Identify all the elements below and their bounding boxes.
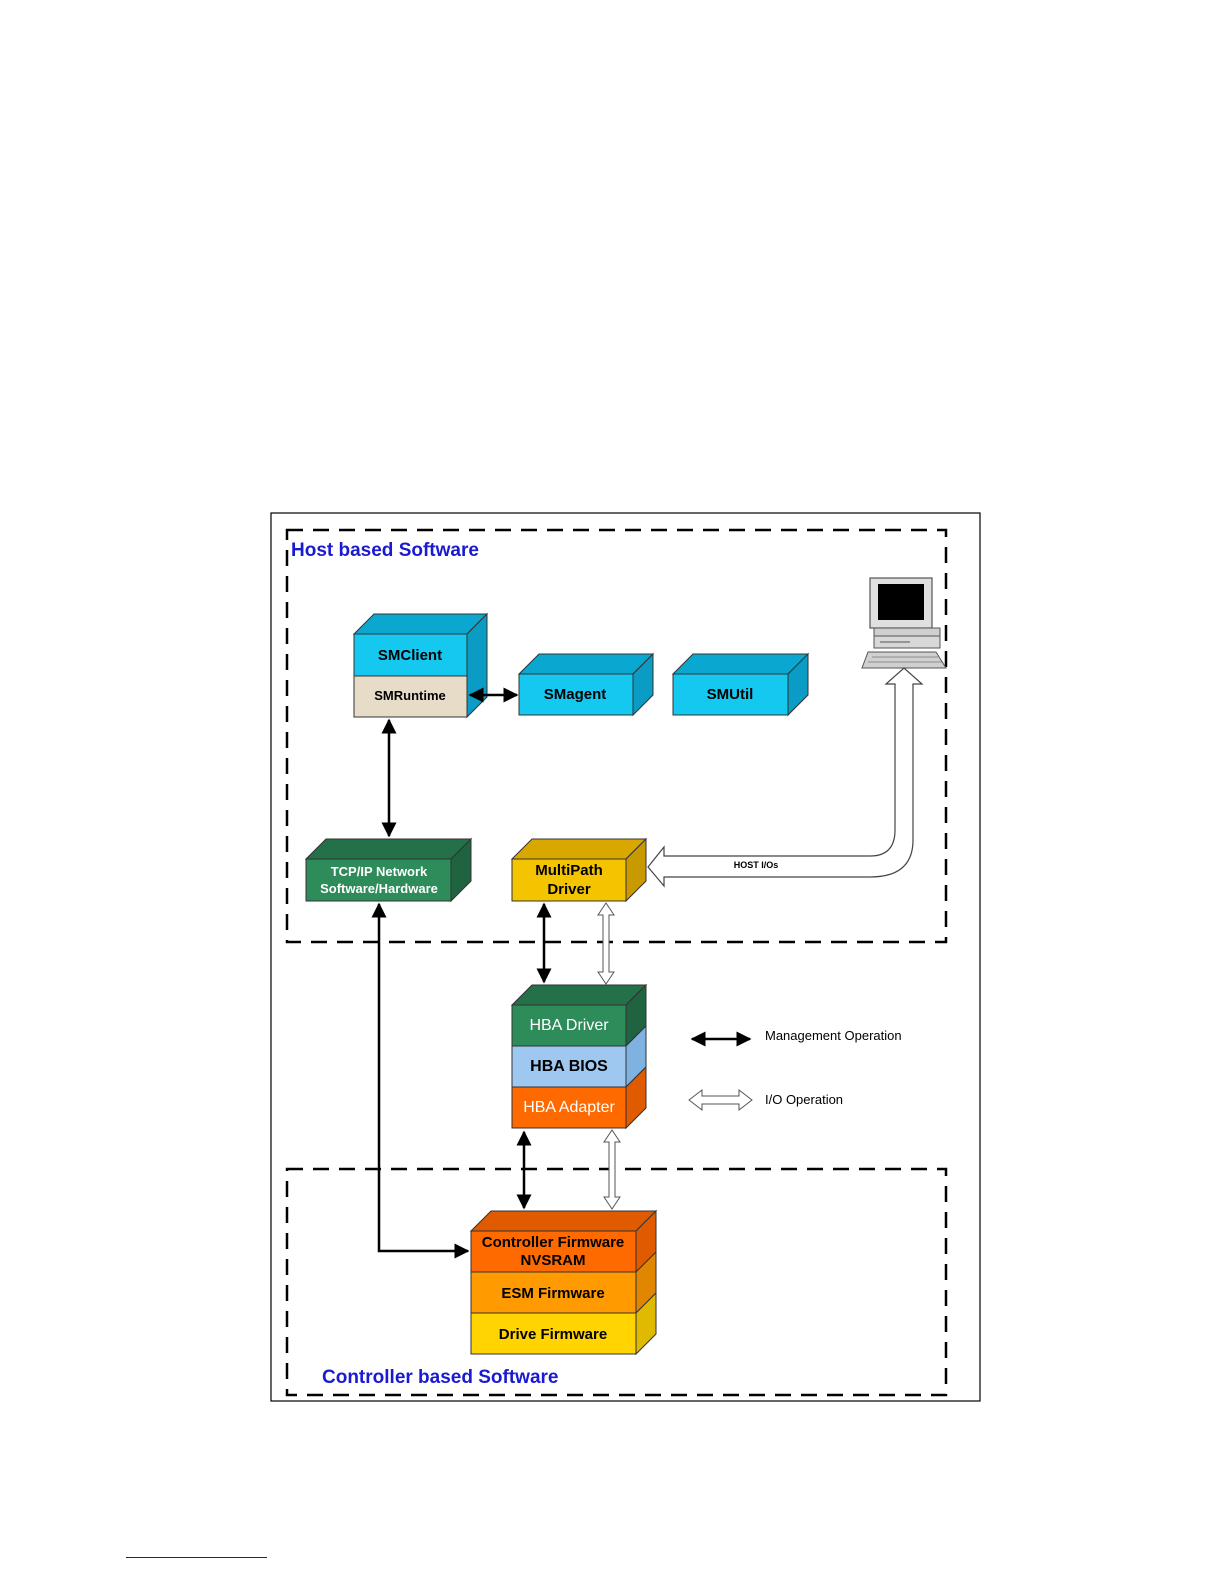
drive-firmware-label: Drive Firmware [499, 1326, 607, 1343]
smagent-block: SMagent [519, 654, 653, 715]
host-computer-icon [862, 578, 946, 668]
smutil-label: SMUtil [707, 686, 754, 703]
hba-adapter-label: HBA Adapter [523, 1099, 615, 1116]
legend: Management Operation I/O Operation [689, 1028, 902, 1110]
smagent-label: SMagent [544, 686, 607, 703]
legend-management-label: Management Operation [765, 1028, 902, 1043]
controller-firmware-label-line2: NVSRAM [520, 1252, 585, 1269]
tcpip-network-block: TCP/IP Network Software/Hardware [306, 839, 471, 901]
multipath-driver-block: MultiPath Driver [512, 839, 646, 901]
smclient-smruntime-stack: SMClient SMRuntime [354, 614, 487, 717]
tcpip-label-line1: TCP/IP Network [331, 864, 428, 879]
smclient-label: SMClient [378, 647, 442, 664]
esm-firmware-label: ESM Firmware [501, 1285, 604, 1302]
host-region-label: Host based Software [291, 540, 479, 561]
hba-driver-label: HBA Driver [529, 1017, 609, 1034]
hba-stack: HBA Driver HBA BIOS HBA Adapter [512, 985, 646, 1128]
hba-bios-label: HBA BIOS [530, 1058, 608, 1075]
controller-region-label: Controller based Software [322, 1367, 559, 1388]
legend-io-label: I/O Operation [765, 1092, 843, 1107]
management-arrow-tcpip-controller [379, 904, 468, 1251]
controller-stack: Controller Firmware NVSRAM ESM Firmware … [471, 1211, 656, 1354]
footnote-separator [126, 1557, 267, 1558]
tcpip-label-line2: Software/Hardware [320, 881, 438, 896]
controller-firmware-label-line1: Controller Firmware [482, 1234, 625, 1251]
multipath-label-line2: Driver [547, 881, 591, 898]
legend-io-arrow [689, 1090, 752, 1110]
smruntime-label: SMRuntime [374, 688, 446, 703]
io-arrow-multipath-hba [598, 903, 614, 984]
host-io-label: HOST I/Os [734, 860, 779, 870]
multipath-label-line1: MultiPath [535, 862, 603, 879]
smutil-block: SMUtil [673, 654, 808, 715]
